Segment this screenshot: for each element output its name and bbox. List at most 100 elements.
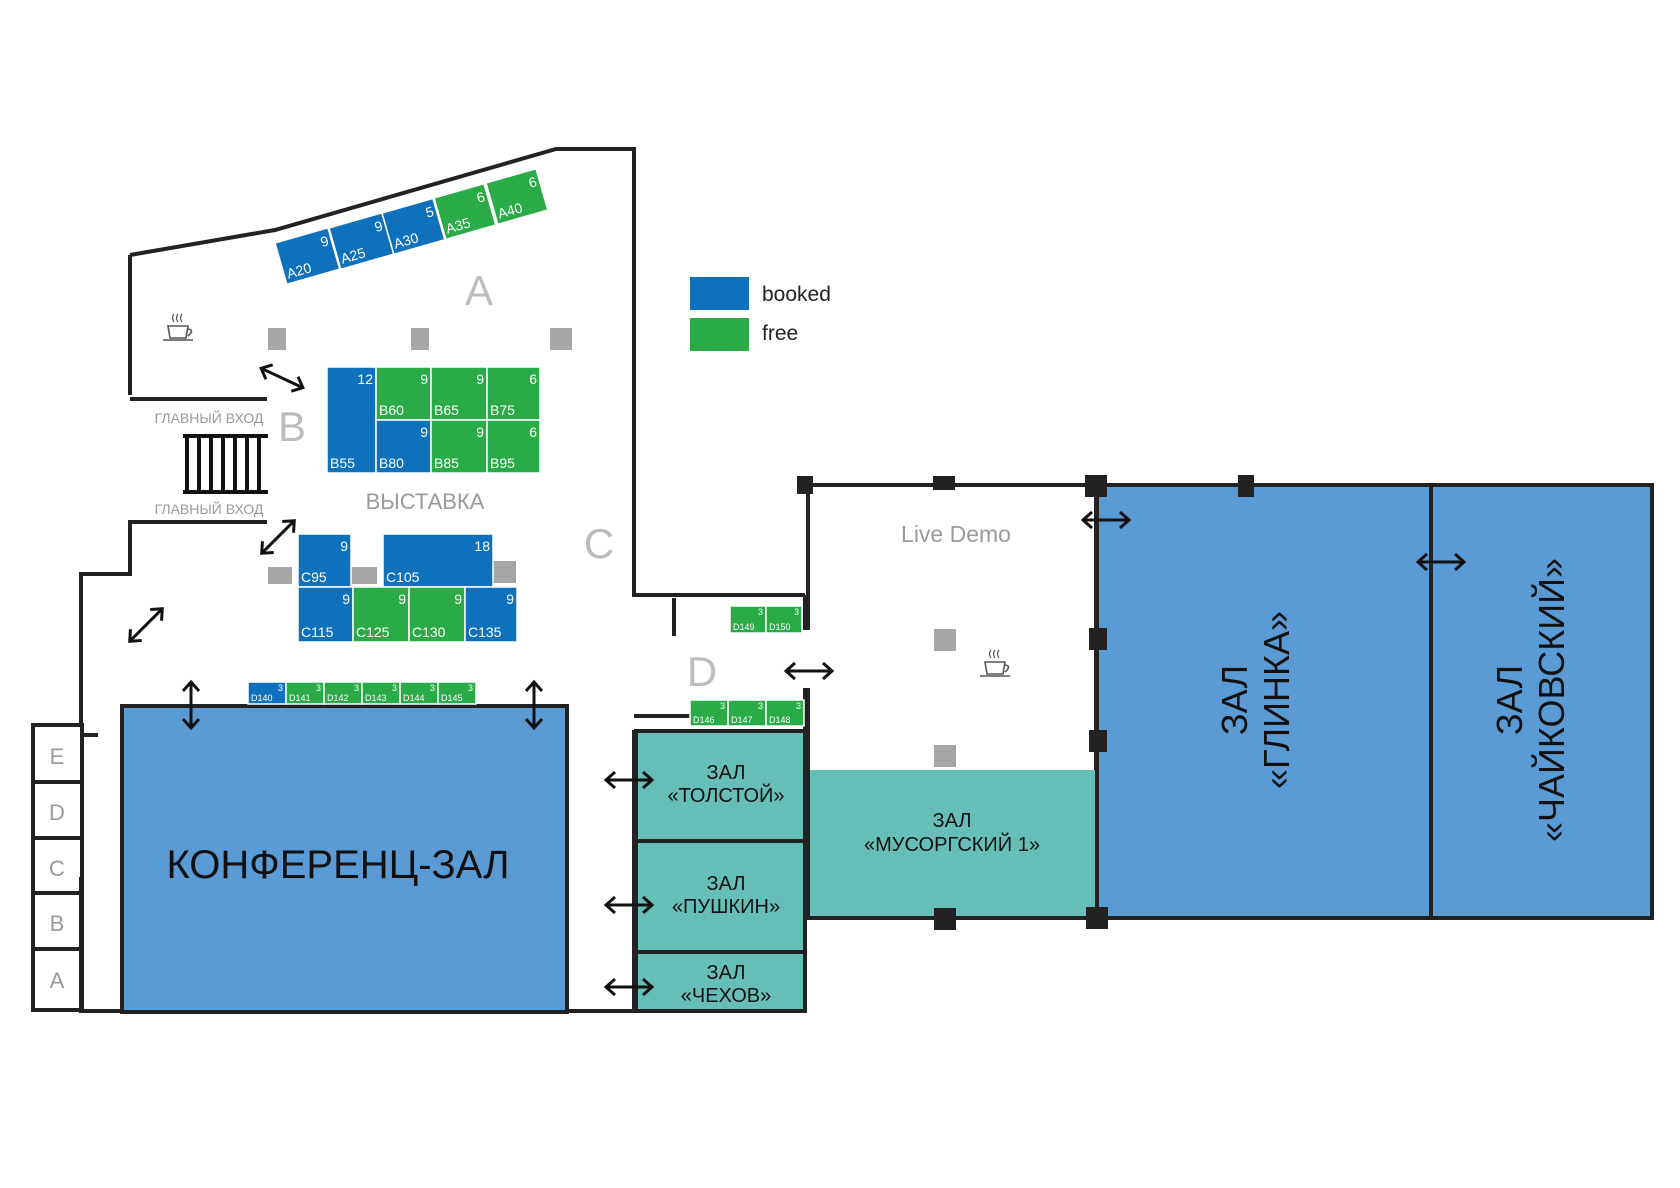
main-entrance-label-bottom: ГЛАВНЫЙ ВХОД xyxy=(155,500,264,517)
hall-pushkin[interactable]: ЗАЛ «ПУШКИН» xyxy=(634,839,807,954)
booth-size-label: 3 xyxy=(316,683,321,693)
booth-cell xyxy=(274,226,341,286)
booth-size-label: 3 xyxy=(278,683,283,693)
hall-pushkin-label-1: ЗАЛ xyxy=(707,873,746,895)
booth-id-label: B95 xyxy=(490,455,515,471)
booth-id-label: B80 xyxy=(379,455,404,471)
booth-size-label: 3 xyxy=(430,683,435,693)
hall-chekhov[interactable]: ЗАЛ «ЧЕХОВ» xyxy=(634,950,807,1013)
booth-size-label: 3 xyxy=(468,683,473,693)
double-arrow-icon[interactable] xyxy=(604,770,654,790)
legend-booked-swatch xyxy=(690,277,749,310)
conference-hall-label: КОНФЕРЕНЦ-ЗАЛ xyxy=(166,843,509,887)
booth-cell xyxy=(689,699,729,727)
coffee-cup-icon xyxy=(979,649,1011,677)
double-arrow-icon[interactable] xyxy=(604,977,654,997)
booth-id-label: D146 xyxy=(693,715,715,725)
hall-tchaikovsky[interactable]: ЗАЛ «ЧАЙКОВСКИЙ» xyxy=(1433,487,1650,916)
double-arrow-icon[interactable] xyxy=(122,601,170,649)
hall-glinka[interactable]: ЗАЛ «ГЛИНКА» xyxy=(1099,487,1431,916)
booth-size-label: 9 xyxy=(420,371,428,387)
booth-size-label: 3 xyxy=(720,701,725,711)
booth-id-label: D140 xyxy=(251,693,273,703)
wall-pillars xyxy=(797,475,1254,930)
booth-size-label: 9 xyxy=(454,591,462,607)
booth-cell xyxy=(486,366,541,421)
side-room-d[interactable]: D xyxy=(49,800,65,825)
side-room-c[interactable]: C xyxy=(49,856,65,881)
booth-size-label: 3 xyxy=(758,607,763,617)
booth-id-label: D145 xyxy=(441,693,463,703)
booth-id-label: A25 xyxy=(339,244,368,266)
double-arrow-icon[interactable] xyxy=(256,359,308,397)
side-room-b[interactable]: B xyxy=(50,911,65,936)
booth-cell xyxy=(430,366,488,421)
legend-free-label: free xyxy=(762,322,798,345)
booth-id-label: C130 xyxy=(412,624,446,640)
hall-mussorgsky[interactable]: ЗАЛ «МУСОРГСКИЙ 1» xyxy=(808,770,1096,920)
booth-id-label: A35 xyxy=(444,214,473,236)
booth-id-label: D143 xyxy=(365,693,387,703)
live-demo-label: Live Demo xyxy=(901,521,1011,547)
booth-size-label: 18 xyxy=(474,538,490,554)
booth-id-label: C125 xyxy=(356,624,390,640)
hall-tolstoy[interactable]: ЗАЛ «ТОЛСТОЙ» xyxy=(634,729,807,843)
booth-id-label: B85 xyxy=(434,455,459,471)
booth-id-label: B55 xyxy=(330,455,355,471)
side-room-e[interactable]: E xyxy=(50,744,65,769)
zone-a-label: A xyxy=(465,267,493,314)
booth-cell xyxy=(464,586,518,643)
coffee-cup-icon xyxy=(162,313,194,341)
double-arrow-icon[interactable] xyxy=(784,661,834,681)
booth-id-label: A20 xyxy=(285,259,314,281)
conference-hall[interactable]: КОНФЕРЕНЦ-ЗАЛ xyxy=(120,704,569,1014)
booth-id-label: A40 xyxy=(496,199,525,221)
hall-pushkin-label-2: «ПУШКИН» xyxy=(672,896,780,918)
booth-cell xyxy=(486,419,541,474)
booth-size-label: 3 xyxy=(794,607,799,617)
booth-size-label: 3 xyxy=(796,701,801,711)
hall-chekhov-label-1: ЗАЛ xyxy=(707,962,746,984)
main-entrance-label-top: ГЛАВНЫЙ ВХОД xyxy=(155,409,264,426)
booth-size-label: 3 xyxy=(392,683,397,693)
hall-glinka-label-2: «ГЛИНКА» xyxy=(1256,611,1297,789)
side-room-a[interactable]: A xyxy=(50,968,65,993)
booth-cell xyxy=(765,699,805,727)
booth-size-label: 9 xyxy=(342,591,350,607)
double-arrow-icon[interactable] xyxy=(604,895,654,915)
zone-c-label: C xyxy=(584,520,614,567)
booth-id-label: D147 xyxy=(731,715,753,725)
booth-cell xyxy=(326,366,377,474)
booth-id-label: C135 xyxy=(468,624,502,640)
